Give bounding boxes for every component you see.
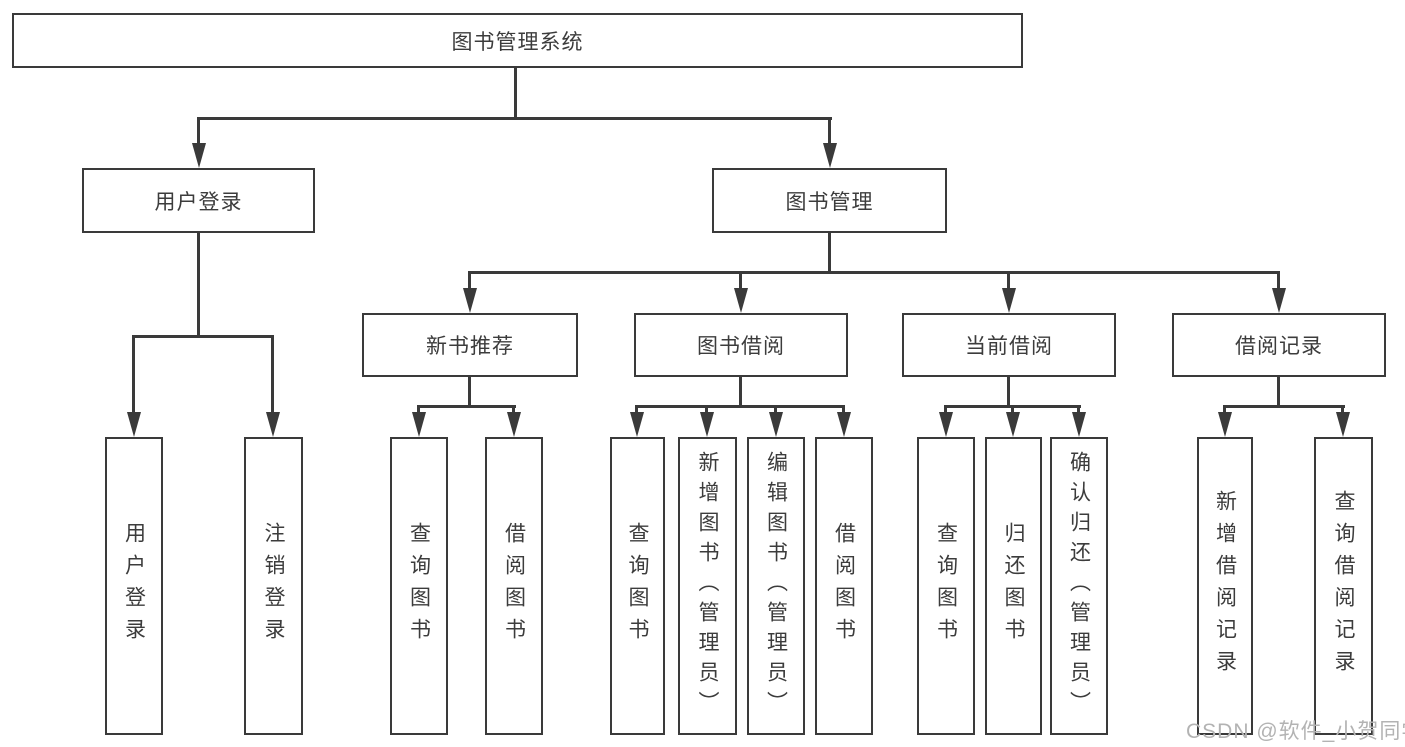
- connector-recommend-drop-2: [512, 405, 515, 414]
- leaf-borrowing-query-books: 查询图书: [610, 437, 665, 735]
- connector-book-mgmt-stem: [828, 233, 831, 274]
- node-new-book-recommend: 新书推荐: [362, 313, 578, 377]
- connector-book-mgmt-drop-1: [468, 271, 471, 291]
- node-book-borrowing: 图书借阅: [634, 313, 848, 377]
- node-user-login: 用户登录: [82, 168, 315, 233]
- leaf-records-query-borrow-record: 查询借阅记录: [1314, 437, 1373, 735]
- csdn-watermark: CSDN @软件_小贺同学: [1186, 720, 1405, 743]
- arrow-down-icon-borrowing-borrow: [837, 412, 851, 437]
- leaf-recommend-borrow-books-label: 借阅图书: [502, 522, 526, 650]
- leaf-borrowing-add-books-admin-label: 新增图书（管理员）: [696, 451, 719, 721]
- arrow-down-icon-leaf-user-login: [127, 412, 141, 437]
- connector-borrowing-drop-2: [705, 405, 708, 414]
- node-root-label: 图书管理系统: [451, 30, 584, 54]
- connector-current-stem: [1007, 377, 1010, 407]
- leaf-borrowing-borrow-books-label: 借阅图书: [832, 522, 856, 650]
- leaf-records-add-borrow-record-label: 新增借阅记录: [1213, 490, 1237, 682]
- arrow-down-icon-records-query: [1336, 412, 1350, 437]
- leaf-borrowing-add-books-admin: 新增图书（管理员）: [678, 437, 737, 735]
- arrow-down-icon-recommend-query: [412, 412, 426, 437]
- arrow-down-icon-recommend-borrow: [507, 412, 521, 437]
- connector-user-login-hline: [132, 335, 274, 338]
- node-current-borrowing-label: 当前借阅: [965, 335, 1053, 358]
- connector-root-drop-left: [197, 117, 200, 145]
- node-book-management: 图书管理: [712, 168, 947, 233]
- connector-user-login-drop-2: [271, 335, 274, 414]
- leaf-current-confirm-return-admin: 确认归还（管理员）: [1050, 437, 1108, 735]
- leaf-borrowing-edit-books-admin-label: 编辑图书（管理员）: [764, 451, 788, 721]
- connector-borrowing-stem: [739, 377, 742, 407]
- arrow-down-icon-book-borrowing: [734, 288, 748, 313]
- arrow-down-icon-current-query: [939, 412, 953, 437]
- connector-recommend-hline: [417, 405, 516, 408]
- arrow-down-icon-new-book-recommend: [463, 288, 477, 313]
- connector-current-drop-1: [944, 405, 947, 414]
- connector-borrowing-hline: [635, 405, 845, 408]
- connector-records-stem: [1277, 377, 1280, 407]
- connector-recommend-stem: [468, 377, 471, 407]
- connector-user-login-stem: [197, 233, 200, 337]
- connector-borrowing-drop-1: [635, 405, 638, 414]
- node-book-borrowing-label: 图书借阅: [697, 335, 785, 358]
- arrow-down-icon-user-login: [192, 143, 206, 168]
- leaf-current-query-books-label: 查询图书: [934, 522, 958, 650]
- connector-user-login-drop-1: [132, 335, 135, 414]
- arrow-down-icon-borrowing-query: [630, 412, 644, 437]
- node-new-book-recommend-label: 新书推荐: [426, 335, 514, 358]
- connector-records-hline: [1223, 405, 1345, 408]
- leaf-current-return-books: 归还图书: [985, 437, 1042, 735]
- node-user-login-label: 用户登录: [154, 190, 243, 214]
- leaf-records-add-borrow-record: 新增借阅记录: [1197, 437, 1253, 735]
- arrow-down-icon-current-borrowing: [1002, 288, 1016, 313]
- leaf-logout-label: 注销登录: [262, 522, 285, 650]
- connector-current-drop-3: [1077, 405, 1080, 414]
- leaf-current-return-books-label: 归还图书: [1002, 522, 1025, 650]
- connector-root-hline: [197, 117, 832, 120]
- leaf-logout: 注销登录: [244, 437, 303, 735]
- leaf-recommend-query-books-label: 查询图书: [407, 522, 431, 650]
- arrow-down-icon-records-add: [1218, 412, 1232, 437]
- arrow-down-icon-current-confirm: [1072, 412, 1086, 437]
- connector-recommend-drop-1: [417, 405, 420, 414]
- connector-root-stem: [514, 68, 517, 119]
- leaf-borrowing-borrow-books: 借阅图书: [815, 437, 873, 735]
- node-borrowing-records: 借阅记录: [1172, 313, 1386, 377]
- leaf-recommend-query-books: 查询图书: [390, 437, 448, 735]
- leaf-current-query-books: 查询图书: [917, 437, 975, 735]
- node-current-borrowing: 当前借阅: [902, 313, 1116, 377]
- leaf-user-login-label: 用户登录: [122, 522, 146, 650]
- arrow-down-icon-leaf-logout: [266, 412, 280, 437]
- arrow-down-icon-current-return: [1006, 412, 1020, 437]
- node-root-library-system: 图书管理系统: [12, 13, 1023, 68]
- connector-current-drop-2: [1011, 405, 1014, 414]
- connector-root-drop-right: [828, 117, 831, 145]
- node-borrowing-records-label: 借阅记录: [1235, 335, 1323, 358]
- leaf-recommend-borrow-books: 借阅图书: [485, 437, 543, 735]
- leaf-current-confirm-return-admin-label: 确认归还（管理员）: [1067, 451, 1091, 721]
- leaf-borrowing-query-books-label: 查询图书: [626, 522, 649, 650]
- arrow-down-icon-book-management: [823, 143, 837, 168]
- connector-book-mgmt-drop-3: [1007, 271, 1010, 291]
- connector-borrowing-drop-3: [774, 405, 777, 414]
- connector-records-drop-1: [1223, 405, 1226, 414]
- leaf-records-query-borrow-record-label: 查询借阅记录: [1332, 490, 1355, 682]
- connector-book-mgmt-hline: [468, 271, 1280, 274]
- connector-book-mgmt-drop-2: [739, 271, 742, 291]
- arrow-down-icon-borrowing-add: [700, 412, 714, 437]
- connector-borrowing-drop-4: [842, 405, 845, 414]
- arrow-down-icon-borrowing-edit: [769, 412, 783, 437]
- connector-book-mgmt-drop-4: [1277, 271, 1280, 291]
- leaf-borrowing-edit-books-admin: 编辑图书（管理员）: [747, 437, 805, 735]
- arrow-down-icon-borrowing-records: [1272, 288, 1286, 313]
- leaf-user-login: 用户登录: [105, 437, 163, 735]
- connector-records-drop-2: [1341, 405, 1344, 414]
- node-book-management-label: 图书管理: [785, 190, 874, 214]
